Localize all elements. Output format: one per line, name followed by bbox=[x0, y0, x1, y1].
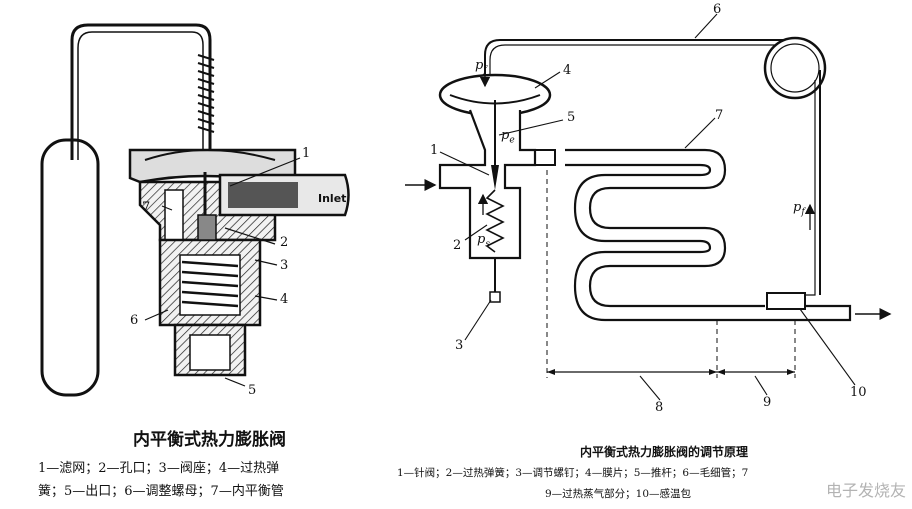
r-callout-2: 2 bbox=[453, 238, 462, 253]
callout-1: 1 bbox=[302, 146, 311, 161]
right-legend-line2: 9—过热蒸气部分；10—感温包 bbox=[545, 488, 692, 500]
callout-2: 2 bbox=[280, 235, 289, 250]
r-callout-1: 1 bbox=[430, 143, 439, 158]
right-legend-line1: 1—针阀；2—过热弹簧；3—调节螺钉；4—膜片；5—推杆；6—毛细管；7 bbox=[397, 467, 749, 479]
regulation-principle-drawing bbox=[405, 13, 892, 401]
pressure-right: pf bbox=[793, 200, 805, 218]
r-callout-6: 6 bbox=[713, 2, 722, 17]
pressure-top: pf bbox=[475, 58, 487, 76]
r-callout-10: 10 bbox=[850, 385, 867, 400]
left-legend-line2: 簧；5—出口；6—调整螺母；7—内平衡管 bbox=[38, 484, 284, 499]
valve-cross-section-drawing bbox=[40, 23, 350, 397]
superheat-spring bbox=[181, 260, 239, 308]
superheat-spring-2 bbox=[485, 189, 505, 253]
needle-valve-1 bbox=[491, 165, 499, 190]
callout-3: 3 bbox=[280, 258, 289, 273]
inlet-label: Inlet bbox=[318, 192, 347, 205]
right-title: 内平衡式热力膨胀阀的调节原理 bbox=[580, 445, 749, 459]
r-callout-3: 3 bbox=[455, 338, 464, 353]
capillary-coil-6 bbox=[763, 36, 827, 100]
left-legend-line1: 1—滤网；2—孔口；3—阀座；4—过热弹 bbox=[38, 461, 280, 476]
left-title: 内平衡式热力膨胀阀 bbox=[133, 430, 286, 450]
r-callout-5: 5 bbox=[567, 110, 576, 125]
valve-cross-section-panel: Inlet 1 2 3 4 5 6 7 内平衡式热力膨胀阀 1—滤网；2—孔口；… bbox=[0, 0, 400, 509]
valve-seat bbox=[197, 214, 217, 241]
pressure-mid: pe bbox=[501, 128, 515, 146]
equalizer-passage bbox=[164, 189, 184, 241]
callout-5: 5 bbox=[248, 383, 257, 398]
capillary-tube-6 bbox=[484, 39, 785, 92]
sensing-bulb-10 bbox=[766, 292, 806, 310]
r-callout-7: 7 bbox=[715, 108, 724, 123]
r-callout-8: 8 bbox=[655, 400, 664, 415]
watermark: 电子发烧友 bbox=[825, 481, 906, 500]
valve-body-diagram bbox=[438, 109, 537, 260]
regulation-principle-panel: 1 2 3 4 5 6 7 8 9 10 pf pe ps pf 内平衡式热力膨… bbox=[395, 0, 912, 509]
r-callout-4: 4 bbox=[563, 63, 572, 78]
evaporator-coil-7 bbox=[565, 148, 765, 308]
filter-screen bbox=[228, 182, 298, 208]
callout-7: 7 bbox=[142, 200, 151, 215]
callout-4: 4 bbox=[280, 292, 289, 307]
callout-6: 6 bbox=[130, 313, 139, 328]
capillary-coil bbox=[197, 54, 215, 133]
adjusting-screw-3 bbox=[489, 291, 501, 303]
capillary-tube bbox=[70, 23, 212, 150]
r-callout-9: 9 bbox=[763, 395, 772, 410]
sensing-bulb bbox=[40, 138, 100, 397]
pressure-low: ps bbox=[477, 232, 490, 250]
